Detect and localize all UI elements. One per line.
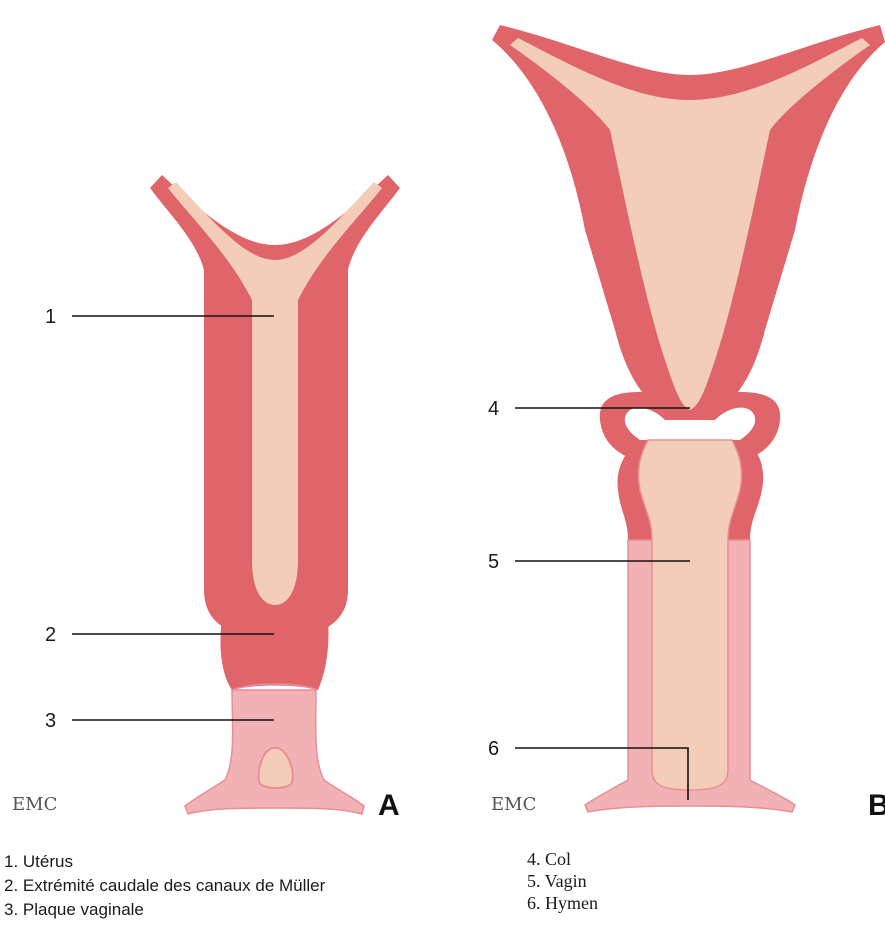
legend-item-hymen: 6. Hymen: [527, 892, 598, 914]
legend-item-vagina: 5. Vagin: [527, 870, 598, 892]
emc-watermark-a: EMC: [12, 794, 57, 815]
callout-6-number: 6: [488, 738, 499, 760]
legend-right: 4. Col 5. Vagin 6. Hymen: [527, 848, 598, 914]
callout-4-number: 4: [488, 398, 499, 420]
panel-b-illustration: 4 5 6 EMC B: [488, 25, 885, 822]
vagina-lumen-shape: [638, 440, 741, 790]
emc-watermark-b: EMC: [491, 794, 536, 815]
panel-a-letter: A: [378, 789, 400, 822]
legend-item-mullerian-end: 2. Extrémité caudale des canaux de Mülle…: [4, 874, 325, 898]
legend-item-uterus: 1. Utérus: [4, 850, 325, 874]
panel-b-letter: B: [868, 789, 885, 822]
legend-item-cervix: 4. Col: [527, 848, 598, 870]
legend-left: 1. Utérus 2. Extrémité caudale des canau…: [4, 850, 325, 922]
callout-2-number: 2: [45, 624, 56, 646]
panel-a-illustration: 1 2 3 EMC A: [12, 175, 400, 822]
legend-item-vaginal-plate: 3. Plaque vaginale: [4, 898, 325, 922]
callout-1-number: 1: [45, 306, 56, 328]
callout-3-number: 3: [45, 710, 56, 732]
callout-5-number: 5: [488, 551, 499, 573]
